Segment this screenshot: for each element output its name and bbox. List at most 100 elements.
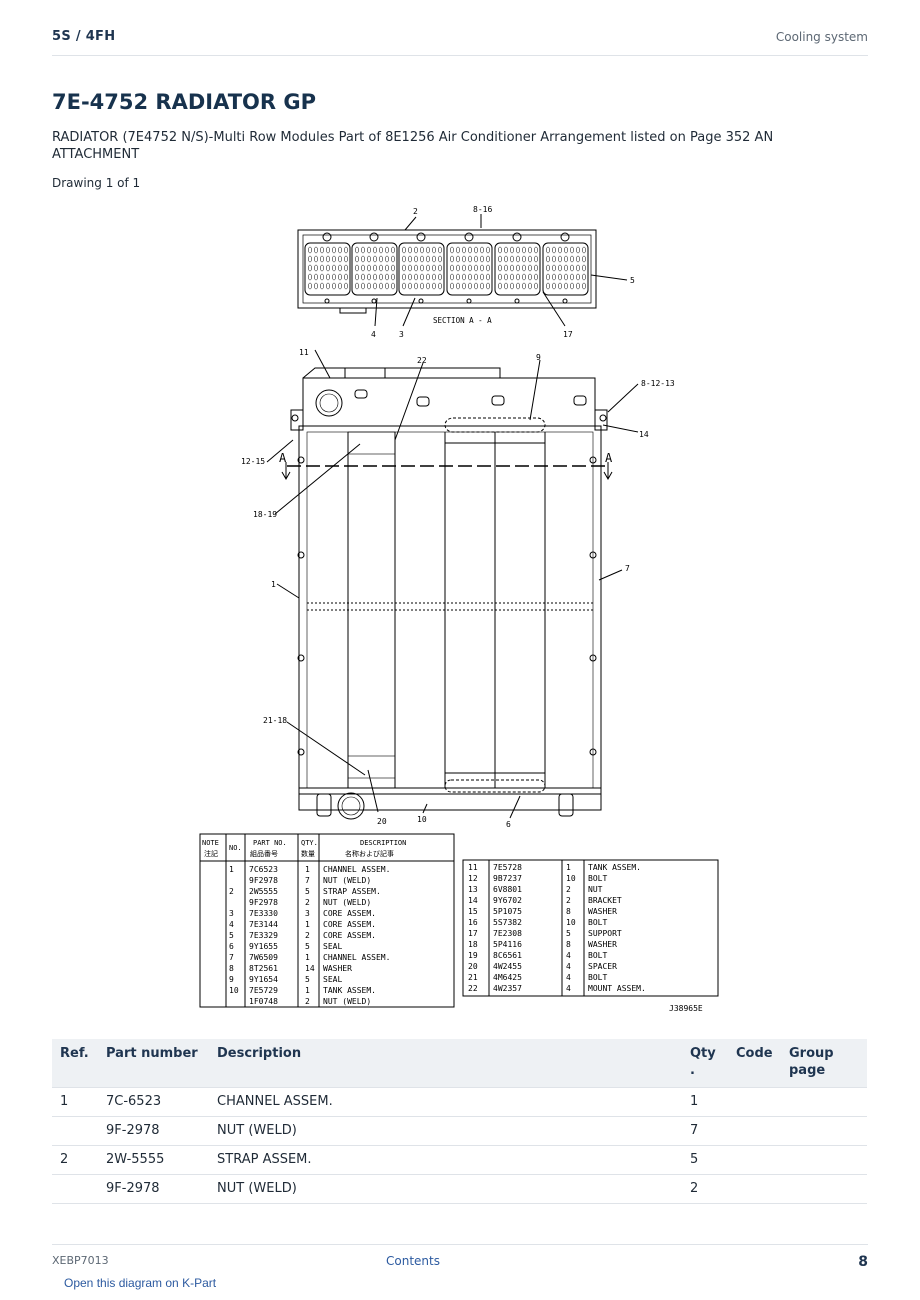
legend-row-no: 3 xyxy=(229,909,234,918)
col-description: Description xyxy=(209,1039,682,1088)
page-subtitle: RADIATOR (7E4752 N/S)-Multi Row Modules … xyxy=(52,130,774,162)
core-tube xyxy=(314,282,318,290)
legend-row-no: 14 xyxy=(468,896,478,905)
core-tube xyxy=(510,255,514,263)
open-kpart-link[interactable]: Open this diagram on K-Part xyxy=(64,1276,217,1290)
section-name: Cooling system xyxy=(775,30,868,44)
cell-ref: 1 xyxy=(52,1087,98,1117)
core-tube xyxy=(332,264,336,272)
legend-row-no: 6 xyxy=(229,942,234,951)
core-tube xyxy=(582,255,586,263)
parts-diagram[interactable]: 2 8-16 5 4 3 17 11 22 9 8-12-13 14 12-15… xyxy=(195,200,730,1020)
core-tube xyxy=(576,264,580,272)
document-id: XEBP7013 xyxy=(52,1254,109,1267)
legend-row-desc: SUPPORT xyxy=(588,929,622,938)
core-tube xyxy=(385,255,389,263)
legend-row-part: 4W2455 xyxy=(493,962,522,971)
legend-row-part: 8C6561 xyxy=(493,951,522,960)
core-tube xyxy=(314,255,318,263)
core-tube xyxy=(456,255,460,263)
core-tube xyxy=(582,246,586,254)
section-mark-left: A xyxy=(279,451,287,465)
core-tube xyxy=(534,264,538,272)
cell-qty: 5 xyxy=(682,1145,728,1175)
legend-row-desc: SEAL xyxy=(323,942,342,951)
legend-row-desc: CORE ASSEM. xyxy=(323,920,376,929)
section-label: SECTION A - A xyxy=(433,316,492,325)
contents-link[interactable]: Contents xyxy=(386,1254,440,1268)
section-mark-right: A xyxy=(605,451,613,465)
core-tube xyxy=(576,282,580,290)
core-tube xyxy=(385,264,389,272)
core-tube xyxy=(373,273,377,281)
legend-row-part: 4W2357 xyxy=(493,984,522,993)
core-tube xyxy=(379,255,383,263)
cell-ref: 2 xyxy=(52,1145,98,1175)
core-tube xyxy=(552,273,556,281)
svg-text:PART NO.: PART NO. xyxy=(253,839,287,847)
legend-row-desc: CORE ASSEM. xyxy=(323,931,376,940)
core-tube xyxy=(534,246,538,254)
core-tube xyxy=(344,264,348,272)
core-tube xyxy=(468,273,472,281)
frame-hole xyxy=(324,298,330,304)
core-tube xyxy=(361,264,365,272)
legend-row-qty: 5 xyxy=(566,929,571,938)
callout-20: 20 xyxy=(377,817,387,826)
cell-qty: 1 xyxy=(682,1087,728,1117)
core-tube xyxy=(402,273,406,281)
core-tube xyxy=(474,282,478,290)
legend-row-part: 9B7237 xyxy=(493,874,522,883)
legend-row-part: 7E2308 xyxy=(493,929,522,938)
legend-row-part: 7E3329 xyxy=(249,931,278,940)
core-tube xyxy=(373,282,377,290)
core-tube xyxy=(558,255,562,263)
core-bolt xyxy=(322,232,332,242)
legend-row-part: 8T2561 xyxy=(249,964,278,973)
core-tube xyxy=(564,264,568,272)
core-tube xyxy=(326,255,330,263)
table-row: 2 2W-5555 STRAP ASSEM. 5 xyxy=(52,1145,867,1175)
cell-part-number: 9F-2978 xyxy=(98,1174,209,1204)
core-tube xyxy=(379,282,383,290)
core-tube xyxy=(308,282,312,290)
core-module xyxy=(542,242,589,296)
core-tube xyxy=(450,255,454,263)
core-tube xyxy=(391,255,395,263)
col-qty: Qty . xyxy=(682,1039,728,1088)
core-tube xyxy=(552,246,556,254)
core-tube xyxy=(570,273,574,281)
legend-row-no: 22 xyxy=(468,984,478,993)
legend-row-qty: 1 xyxy=(305,953,310,962)
core-tube xyxy=(326,282,330,290)
core-tube xyxy=(570,264,574,272)
core-tube xyxy=(385,246,389,254)
core-tube xyxy=(338,246,342,254)
core-tube xyxy=(480,264,484,272)
core-tube xyxy=(504,282,508,290)
core-tube xyxy=(504,273,508,281)
core-module xyxy=(398,242,445,296)
legend-row-part: 9F2978 xyxy=(249,876,278,885)
frame-hole xyxy=(562,298,568,304)
core-tube xyxy=(332,246,336,254)
legend-row-desc: MOUNT ASSEM. xyxy=(588,984,646,993)
callout-2: 2 xyxy=(413,207,418,216)
core-tube xyxy=(486,246,490,254)
core-tube xyxy=(438,255,442,263)
legend-row-desc: TANK ASSEM. xyxy=(323,986,376,995)
core-tube xyxy=(456,264,460,272)
core-tube xyxy=(558,273,562,281)
core-tube xyxy=(456,282,460,290)
core-tube xyxy=(402,282,406,290)
frame-hole xyxy=(418,298,424,304)
core-tube xyxy=(450,273,454,281)
core-tube xyxy=(468,264,472,272)
core-tube xyxy=(438,282,442,290)
callout-4: 4 xyxy=(371,330,376,339)
legend-row-no: 1 xyxy=(229,865,234,874)
core-tube xyxy=(338,264,342,272)
legend-row-no: 12 xyxy=(468,874,478,883)
core-tube xyxy=(361,273,365,281)
core-tube xyxy=(367,246,371,254)
